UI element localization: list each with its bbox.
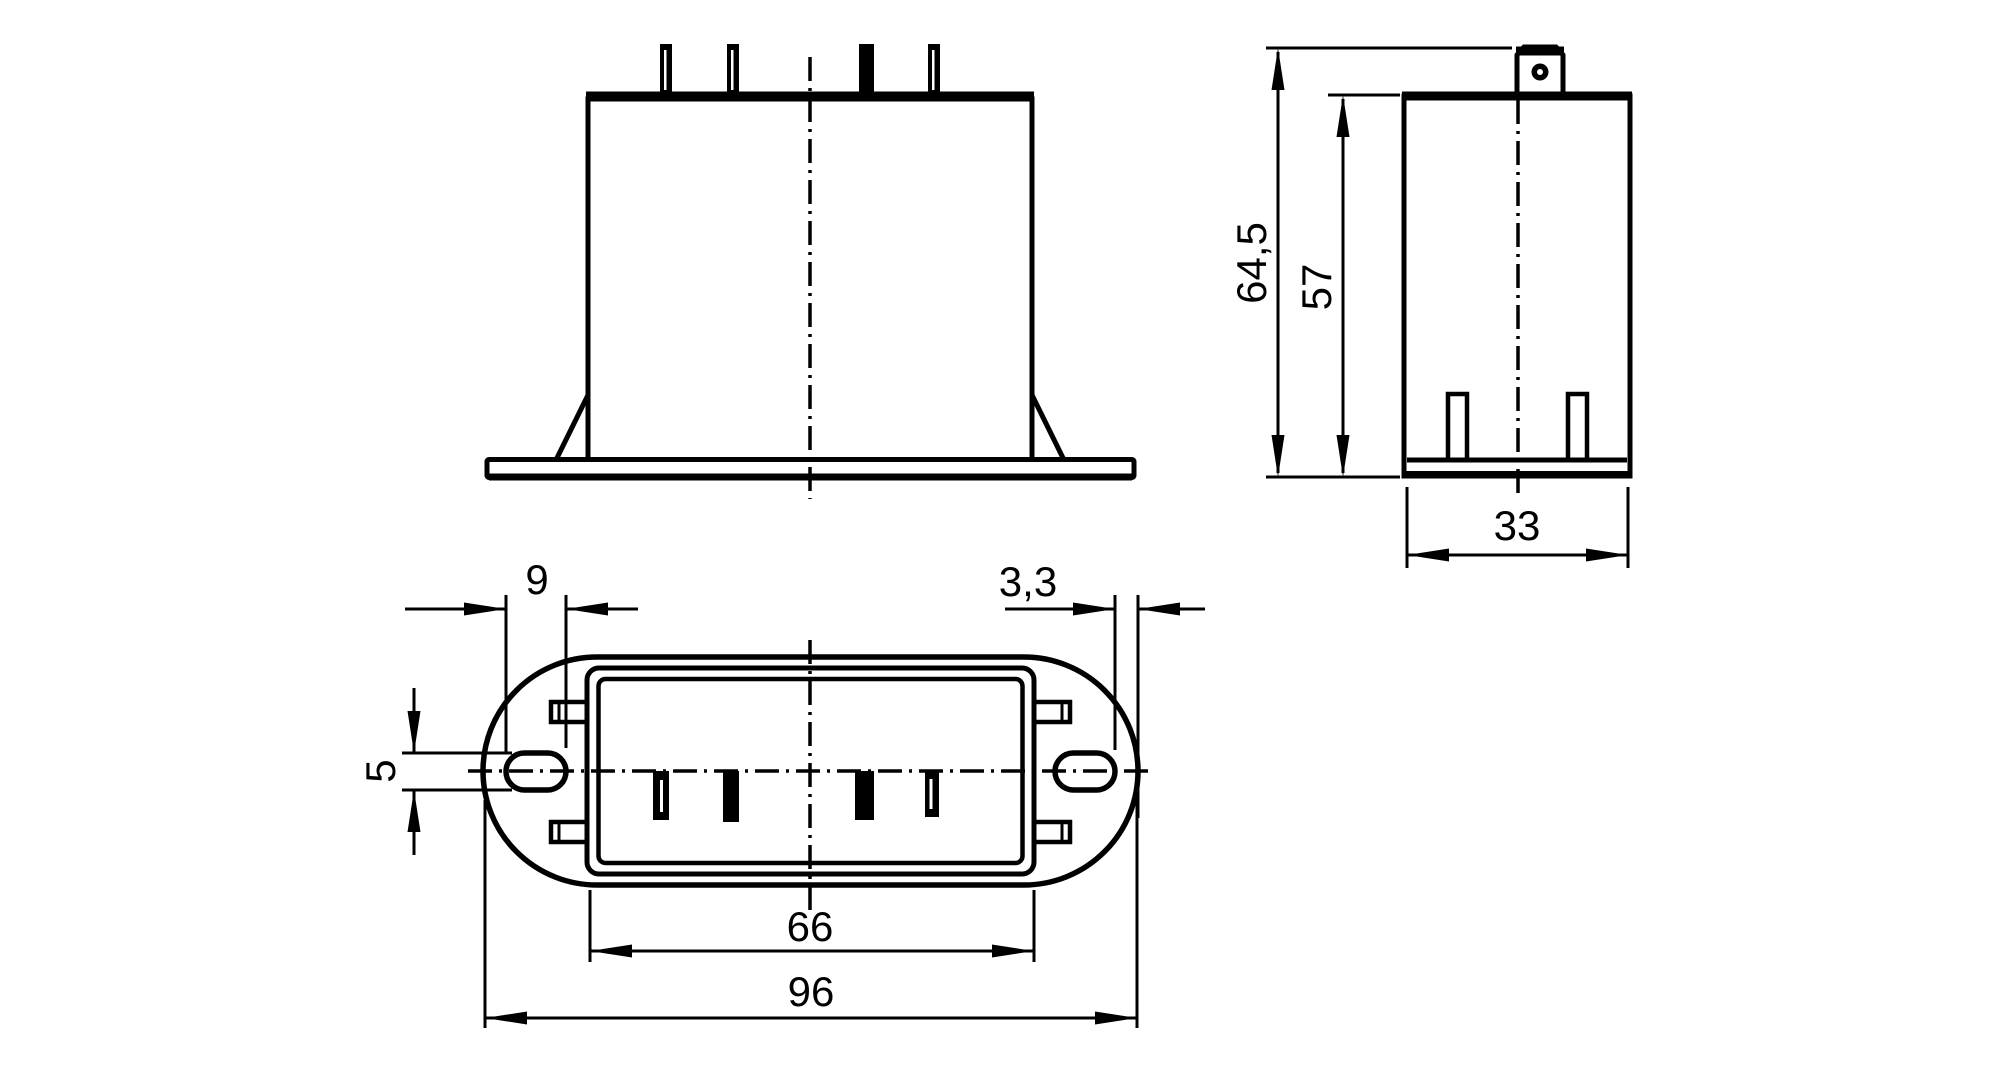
dimension-label: 64,5 (1228, 222, 1275, 304)
arrowhead-left (590, 944, 632, 958)
dimension-slot-edge-offset: 3,3 (999, 558, 1205, 818)
pin-3 (859, 44, 874, 96)
latch-tab-left-bottom (548, 819, 590, 845)
dimension-depth: 33 (1405, 487, 1630, 568)
front-view (484, 44, 1137, 499)
arrowhead-up (1336, 95, 1350, 137)
arrowhead-up (407, 790, 421, 832)
arrowhead-right (992, 944, 1034, 958)
pin-3-bottom (855, 771, 874, 820)
latch-tabs (548, 699, 1073, 845)
pin-2-bottom (723, 771, 739, 822)
arrowhead-right (464, 602, 506, 616)
arrowhead-left (1407, 548, 1449, 562)
gusset-right (1029, 393, 1067, 462)
arrowhead-left (1138, 602, 1180, 616)
arrowhead-right (1095, 1011, 1137, 1025)
arrowhead-down (1336, 435, 1350, 477)
internal-pin-outline-2 (1565, 391, 1590, 460)
dimension-label: 66 (787, 903, 834, 950)
gusset-left (553, 393, 591, 462)
pin-1-slit (664, 50, 667, 90)
pin-1-bottom-slit (660, 780, 663, 812)
pin-4-bottom-slit (929, 779, 933, 809)
arrowhead-left (485, 1011, 527, 1025)
arrowhead-right (1586, 548, 1628, 562)
dimension-case-height: 57 (1293, 93, 1400, 477)
latch-tab-right-top (1031, 699, 1073, 725)
dimension-label: 96 (788, 968, 835, 1015)
arrowhead-up (1271, 48, 1285, 90)
dimension-overall-height: 64,5 (1228, 46, 1512, 479)
dimension-label: 9 (525, 556, 548, 603)
internal-pin-outline-1 (1445, 391, 1470, 460)
dimension-case-width: 66 (588, 890, 1036, 962)
dimension-label: 57 (1293, 264, 1340, 311)
arrowhead-down (407, 711, 421, 753)
pin-4-slit (932, 50, 935, 90)
pin-2-slit (731, 50, 734, 90)
arrowhead-right (1073, 602, 1115, 616)
arrowhead-down (1271, 435, 1285, 477)
dimension-label: 33 (1494, 502, 1541, 549)
tab-hole-center (1537, 69, 1543, 75)
dimension-label: 5 (357, 759, 404, 782)
dimension-label: 3,3 (999, 558, 1057, 605)
terminal-pins-bottom (653, 771, 939, 822)
latch-tab-right-bottom (1031, 819, 1073, 845)
dimension-overall-width: 96 (483, 800, 1139, 1028)
dimension-slot-length: 9 (405, 556, 638, 753)
terminal-pins-front (660, 44, 940, 96)
bottom-view (468, 640, 1152, 912)
dimension-slot-width: 5 (357, 688, 512, 855)
side-view (1401, 44, 1633, 497)
latch-tab-left-top (548, 699, 590, 725)
arrowhead-left (566, 602, 608, 616)
